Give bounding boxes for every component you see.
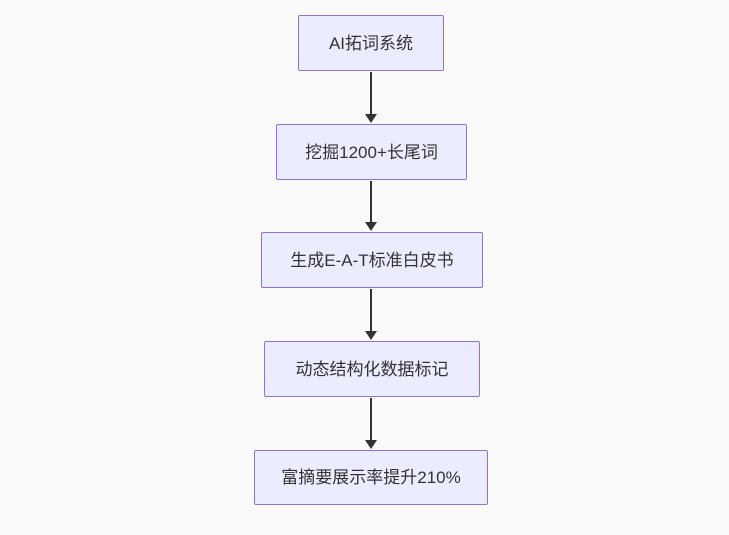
arrow-line bbox=[370, 289, 372, 331]
arrow-head-icon bbox=[365, 114, 377, 123]
flow-arrow-4-to-5 bbox=[365, 398, 377, 449]
flow-node-rich-snippet-rate-increase: 富摘要展示率提升210% bbox=[254, 450, 488, 505]
flow-node-label: 生成E-A-T标准白皮书 bbox=[290, 250, 454, 270]
arrow-line bbox=[370, 398, 372, 440]
flow-node-generate-eat-whitepaper: 生成E-A-T标准白皮书 bbox=[261, 232, 483, 288]
flow-arrow-2-to-3 bbox=[365, 181, 377, 231]
flow-arrow-3-to-4 bbox=[365, 289, 377, 340]
arrow-head-icon bbox=[365, 331, 377, 340]
flow-node-label: 富摘要展示率提升210% bbox=[281, 468, 461, 487]
flow-node-mine-longtail-keywords: 挖掘1200+长尾词 bbox=[276, 124, 467, 180]
flow-arrow-1-to-2 bbox=[365, 72, 377, 123]
flow-node-dynamic-structured-data-markup: 动态结构化数据标记 bbox=[264, 341, 480, 397]
flow-node-label: 挖掘1200+长尾词 bbox=[305, 142, 438, 162]
arrow-line bbox=[370, 72, 372, 114]
flow-node-label: AI拓词系统 bbox=[328, 33, 414, 53]
flow-node-label: 动态结构化数据标记 bbox=[295, 359, 449, 379]
arrow-line bbox=[370, 181, 372, 222]
arrow-head-icon bbox=[365, 222, 377, 231]
arrow-head-icon bbox=[365, 440, 377, 449]
flow-node-ai-word-expansion-system: AI拓词系统 bbox=[298, 15, 444, 71]
